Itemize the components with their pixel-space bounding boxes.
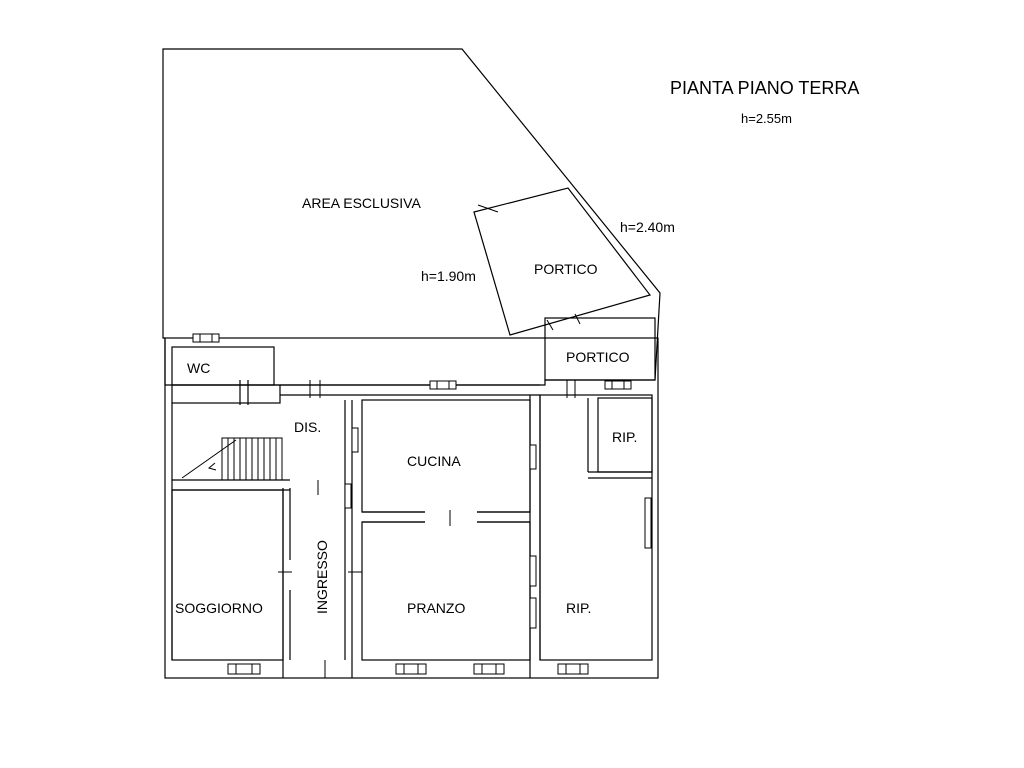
- portico-upper-outline: [473, 187, 652, 336]
- staircase: [181, 437, 283, 481]
- house-outline: [164, 337, 659, 679]
- portico-upper-height-right: h=2.40m: [620, 219, 675, 235]
- dis-label: DIS.: [294, 419, 321, 435]
- pranzo-room: [361, 521, 531, 661]
- pranzo-label: PRANZO: [407, 600, 465, 616]
- area-esclusiva-outline: [162, 48, 661, 386]
- ingresso-label: INGRESSO: [314, 540, 330, 614]
- wc-label: WC: [187, 360, 210, 376]
- portico-lower-outline: [544, 317, 656, 381]
- soggiorno-label: SOGGIORNO: [175, 600, 263, 616]
- door-marks: [278, 380, 652, 678]
- windows: [192, 333, 632, 675]
- rip-small-label: RIP.: [612, 429, 637, 445]
- rip-large-label: RIP.: [566, 600, 591, 616]
- portico-upper-label: PORTICO: [534, 261, 598, 277]
- plan-title: PIANTA PIANO TERRA: [670, 78, 859, 98]
- area-esclusiva-label: AREA ESCLUSIVA: [302, 195, 421, 211]
- portico-lower-label: PORTICO: [566, 349, 630, 365]
- cucina-label: CUCINA: [407, 453, 461, 469]
- portico-upper-height-left: h=1.90m: [421, 268, 476, 284]
- main-height: h=2.55m: [741, 111, 792, 126]
